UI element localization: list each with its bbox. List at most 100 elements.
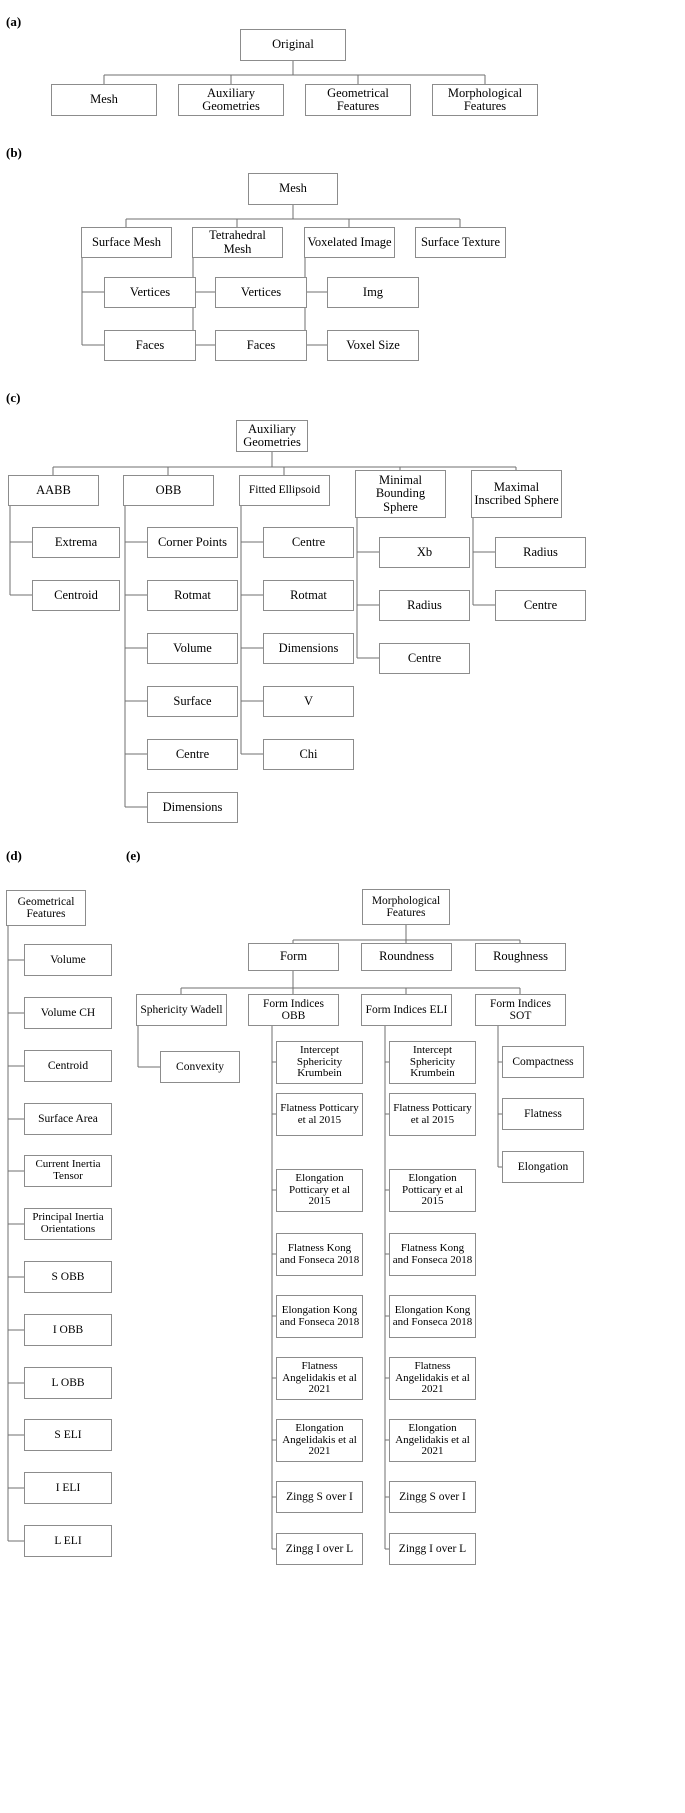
- panel-e-form-child-form-indices-obb[interactable]: Form Indices OBB: [248, 994, 339, 1026]
- panel-e-obb-leaf-intercept-sphericity-krumbein[interactable]: Intercept Sphericity Krumbein: [276, 1041, 363, 1084]
- panel-e-root[interactable]: Morphological Features: [362, 889, 450, 925]
- panel-e-leaf-label: Zingg S over I: [286, 1490, 353, 1503]
- panel-e-form-child-label: Form Indices SOT: [489, 997, 551, 1022]
- panel-b-tetrahedral-mesh-vertices[interactable]: Vertices: [215, 277, 307, 308]
- panel-c-child-label: Fitted Ellipsoid: [248, 484, 321, 497]
- panel-e-obb-leaf-zingg-s-over-i[interactable]: Zingg S over I: [276, 1481, 363, 1513]
- panel-b-child-voxelated-image[interactable]: Voxelated Image: [304, 227, 395, 258]
- panel-e-obb-leaf-elongation-angelidakis-2021[interactable]: Elongation Angelidakis et al 2021: [276, 1419, 363, 1462]
- panel-b-child-label: Voxelated Image: [307, 234, 392, 249]
- panel-c-obb-centre[interactable]: Centre: [147, 739, 238, 770]
- panel-b-root[interactable]: Mesh: [248, 173, 338, 205]
- panel-label-b: (b): [6, 145, 22, 160]
- panel-d-item-label: I ELI: [55, 1481, 81, 1494]
- panel-c-child-minimal-bounding-sphere[interactable]: Minimal Bounding Sphere: [355, 470, 446, 518]
- panel-e-eli-leaf-zingg-s-over-i[interactable]: Zingg S over I: [389, 1481, 476, 1513]
- panel-e-form-child-sphericity-wadell[interactable]: Sphericity Wadell: [136, 994, 227, 1026]
- panel-a-root[interactable]: Original: [240, 29, 346, 61]
- panel-c-fitted-ellipsoid-v[interactable]: V: [263, 686, 354, 717]
- panel-c-obb-corner-points[interactable]: Corner Points: [147, 527, 238, 558]
- panel-c-leaf-label: Corner Points: [157, 534, 228, 549]
- panel-c-fitted-ellipsoid-chi[interactable]: Chi: [263, 739, 354, 770]
- panel-e-obb-leaf-zingg-i-over-l[interactable]: Zingg I over L: [276, 1533, 363, 1565]
- panel-e-sot-leaf-compactness[interactable]: Compactness: [502, 1046, 584, 1078]
- panel-e-eli-leaf-elongation-potticary-2015[interactable]: Elongation Potticary et al 2015: [389, 1169, 476, 1212]
- panel-e-form-child-form-indices-sot[interactable]: Form Indices SOT: [475, 994, 566, 1026]
- panel-e-leaf-label: Convexity: [176, 1060, 224, 1073]
- panel-b-child-surface-texture[interactable]: Surface Texture: [415, 227, 506, 258]
- panel-e-eli-leaf-flatness-kong-fonseca-2018[interactable]: Flatness Kong and Fonseca 2018: [389, 1233, 476, 1276]
- panel-c-fitted-ellipsoid-dimensions[interactable]: Dimensions: [263, 633, 354, 664]
- panel-b-child-tetrahedral-mesh[interactable]: Tetrahedral Mesh: [192, 227, 283, 258]
- panel-b-child-surface-mesh[interactable]: Surface Mesh: [81, 227, 172, 258]
- panel-e-eli-leaf-elongation-kong-fonseca-2018[interactable]: Elongation Kong and Fonseca 2018: [389, 1295, 476, 1338]
- panel-e-eli-leaf-flatness-angelidakis-2021[interactable]: Flatness Angelidakis et al 2021: [389, 1357, 476, 1400]
- panel-c-maximal-inscribed-sphere-centre[interactable]: Centre: [495, 590, 586, 621]
- panel-c-root-label: Auxiliary Geometries: [243, 421, 301, 449]
- panel-d-item-volume[interactable]: Volume: [24, 944, 112, 976]
- panel-b-voxelated-image-img[interactable]: Img: [327, 277, 419, 308]
- panel-d-item-volume-ch[interactable]: Volume CH: [24, 997, 112, 1029]
- panel-c-leaf-label: Centre: [291, 534, 326, 549]
- panel-c-aabb-extrema[interactable]: Extrema: [32, 527, 120, 558]
- panel-c-minimal-bounding-sphere-radius[interactable]: Radius: [379, 590, 470, 621]
- panel-d-item-centroid[interactable]: Centroid: [24, 1050, 112, 1082]
- panel-b-tetrahedral-mesh-faces[interactable]: Faces: [215, 330, 307, 361]
- panel-c-aabb-centroid[interactable]: Centroid: [32, 580, 120, 611]
- panel-c-leaf-label: Centroid: [54, 587, 98, 602]
- panel-d-item-l-eli[interactable]: L ELI: [24, 1525, 112, 1557]
- panel-c-child-label: AABB: [36, 482, 71, 497]
- panel-e-child-form[interactable]: Form: [248, 943, 339, 971]
- panel-e-obb-leaf-flatness-angelidakis-2021[interactable]: Flatness Angelidakis et al 2021: [276, 1357, 363, 1400]
- panel-c-leaf-label: V: [303, 693, 314, 708]
- panel-d-item-s-obb[interactable]: S OBB: [24, 1261, 112, 1293]
- panel-d-item-label: Volume CH: [40, 1006, 96, 1019]
- panel-d-root[interactable]: Geometrical Features: [6, 890, 86, 926]
- panel-a-child-morphological-features[interactable]: Morphological Features: [432, 84, 538, 116]
- panel-a-child-auxiliary-geometries[interactable]: Auxiliary Geometries: [178, 84, 284, 116]
- panel-c-obb-volume[interactable]: Volume: [147, 633, 238, 664]
- panel-d-item-i-obb[interactable]: I OBB: [24, 1314, 112, 1346]
- panel-e-eli-leaf-zingg-i-over-l[interactable]: Zingg I over L: [389, 1533, 476, 1565]
- panel-b-voxelated-image-voxel-size[interactable]: Voxel Size: [327, 330, 419, 361]
- panel-b-surface-mesh-vertices[interactable]: Vertices: [104, 277, 196, 308]
- panel-e-child-roundness[interactable]: Roundness: [361, 943, 452, 971]
- panel-c-child-aabb[interactable]: AABB: [8, 475, 99, 506]
- panel-e-obb-leaf-elongation-kong-fonseca-2018[interactable]: Elongation Kong and Fonseca 2018: [276, 1295, 363, 1338]
- panel-c-leaf-label: Centre: [175, 746, 210, 761]
- panel-c-root[interactable]: Auxiliary Geometries: [236, 420, 308, 452]
- panel-e-child-roughness[interactable]: Roughness: [475, 943, 566, 971]
- panel-c-leaf-label: Dimensions: [278, 640, 339, 655]
- panel-c-obb-rotmat[interactable]: Rotmat: [147, 580, 238, 611]
- panel-e-obb-leaf-elongation-potticary-2015[interactable]: Elongation Potticary et al 2015: [276, 1169, 363, 1212]
- panel-c-minimal-bounding-sphere-xb[interactable]: Xb: [379, 537, 470, 568]
- panel-c-maximal-inscribed-sphere-radius[interactable]: Radius: [495, 537, 586, 568]
- panel-e-sphericity-wadell-convexity[interactable]: Convexity: [160, 1051, 240, 1083]
- panel-e-obb-leaf-flatness-potticary-2015[interactable]: Flatness Potticary et al 2015: [276, 1093, 363, 1136]
- panel-c-fitted-ellipsoid-centre[interactable]: Centre: [263, 527, 354, 558]
- panel-e-sot-leaf-elongation[interactable]: Elongation: [502, 1151, 584, 1183]
- panel-a-child-mesh[interactable]: Mesh: [51, 84, 157, 116]
- panel-d-item-s-eli[interactable]: S ELI: [24, 1419, 112, 1451]
- panel-c-fitted-ellipsoid-rotmat[interactable]: Rotmat: [263, 580, 354, 611]
- panel-b-surface-mesh-faces[interactable]: Faces: [104, 330, 196, 361]
- panel-d-item-surface-area[interactable]: Surface Area: [24, 1103, 112, 1135]
- panel-c-child-maximal-inscribed-sphere[interactable]: Maximal Inscribed Sphere: [471, 470, 562, 518]
- panel-e-eli-leaf-elongation-angelidakis-2021[interactable]: Elongation Angelidakis et al 2021: [389, 1419, 476, 1462]
- panel-c-child-obb[interactable]: OBB: [123, 475, 214, 506]
- panel-e-leaf-label: Flatness: [524, 1107, 562, 1120]
- panel-d-item-current-inertia-tensor[interactable]: Current Inertia Tensor: [24, 1155, 112, 1187]
- panel-d-item-l-obb[interactable]: L OBB: [24, 1367, 112, 1399]
- panel-e-eli-leaf-flatness-potticary-2015[interactable]: Flatness Potticary et al 2015: [389, 1093, 476, 1136]
- panel-d-item-i-eli[interactable]: I ELI: [24, 1472, 112, 1504]
- panel-e-obb-leaf-flatness-kong-fonseca-2018[interactable]: Flatness Kong and Fonseca 2018: [276, 1233, 363, 1276]
- panel-e-sot-leaf-flatness[interactable]: Flatness: [502, 1098, 584, 1130]
- panel-a-child-geometrical-features[interactable]: Geometrical Features: [305, 84, 411, 116]
- panel-c-minimal-bounding-sphere-centre[interactable]: Centre: [379, 643, 470, 674]
- panel-e-eli-leaf-intercept-sphericity-krumbein[interactable]: Intercept Sphericity Krumbein: [389, 1041, 476, 1084]
- panel-e-form-child-form-indices-eli[interactable]: Form Indices ELI: [361, 994, 452, 1026]
- panel-c-obb-dimensions[interactable]: Dimensions: [147, 792, 238, 823]
- panel-c-child-fitted-ellipsoid[interactable]: Fitted Ellipsoid: [239, 475, 330, 506]
- panel-c-obb-surface[interactable]: Surface: [147, 686, 238, 717]
- panel-d-item-principal-inertia-orientations[interactable]: Principal Inertia Orientations: [24, 1208, 112, 1240]
